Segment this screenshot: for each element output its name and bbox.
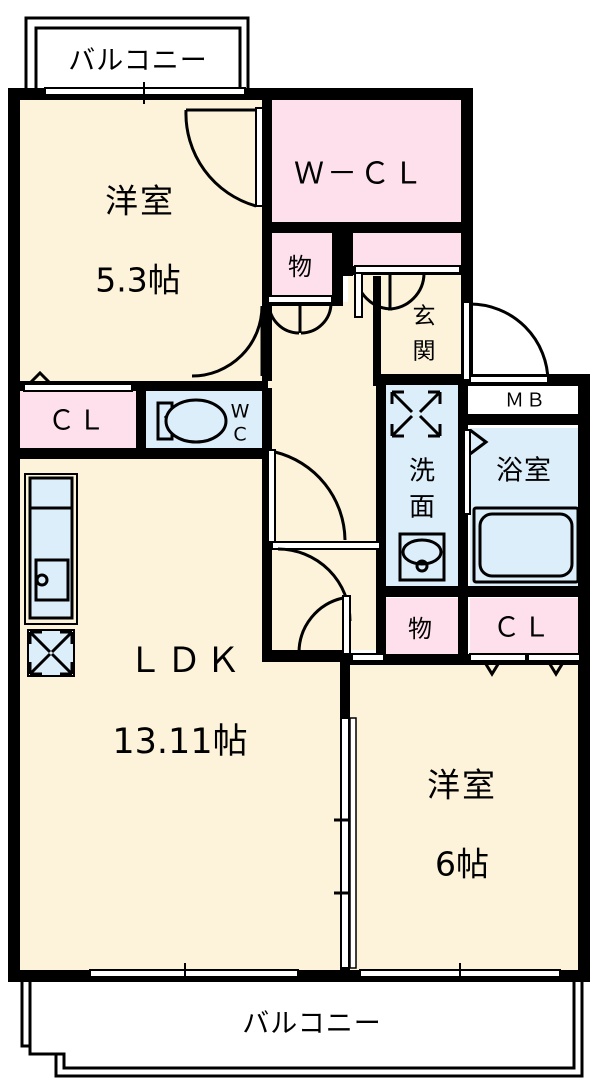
balcony-bottom-label: バルコニー (242, 1009, 381, 1040)
toilet-label-w: W (231, 401, 250, 423)
bedroom-bottom-label: 洋室 (427, 766, 497, 805)
wall-washroom-right (458, 374, 468, 664)
wall-wc-right (262, 388, 272, 454)
washbasin-fixture (398, 532, 446, 582)
storage-top-fill (268, 232, 336, 302)
vent-symbol-ldk (27, 629, 75, 677)
bedroom-bottom-fill (348, 664, 582, 978)
door-bedroom-top (184, 107, 264, 208)
closet-left-label: ＣＬ (48, 406, 108, 437)
storage-bottom-fill (384, 598, 462, 658)
sliding-rail-bedroom (349, 717, 357, 969)
closet-left-fill (18, 390, 140, 452)
wall-entrance-left-upper (343, 232, 353, 276)
bedroom-top-fill (18, 96, 268, 381)
wall-under-bedroom-top (8, 381, 268, 391)
wall-corridor-bottom (262, 650, 348, 662)
door-symbols (23, 82, 581, 986)
entrance-fill (348, 272, 465, 382)
wall-lower-closets-bottom (340, 654, 588, 665)
door-bathroom (463, 428, 489, 515)
wall-outer-right (578, 374, 590, 982)
entrance-label-2: 関 (413, 339, 436, 365)
wall-hall-entrance-divider (373, 276, 381, 386)
room-labels: 洋室 5.3帖 Ｗ－ＣＬ 物 玄 関 ＣＬ W C ＭＢ 洗 面 浴室 物 ＣＬ… (48, 157, 553, 884)
wall-storage-top-right (332, 232, 343, 304)
bedroom-top-size: 5.3帖 (95, 261, 180, 300)
closet-right-fill (470, 598, 582, 658)
bathtub-fixture (472, 506, 580, 584)
entrance-label-1: 玄 (413, 304, 436, 330)
door-bedroom-top-hall (191, 305, 264, 378)
wall-washroom-bottom (376, 586, 588, 597)
ldk-label: ＬＤＫ (127, 641, 244, 681)
walk-in-closet-label: Ｗ－ＣＬ (294, 157, 426, 192)
wall-outer-left (8, 96, 20, 982)
door-corridor-small (297, 595, 351, 655)
closet-right-label: ＣＬ (493, 613, 553, 644)
balcony-bottom-inner (28, 982, 576, 1070)
kitchen-counter (24, 473, 78, 625)
door-closet-left (23, 370, 133, 392)
toilet-fixture (156, 398, 228, 444)
wall-mb-bottom (462, 414, 586, 425)
toilet-label-c: C (233, 424, 246, 446)
door-shoe-box (354, 265, 461, 318)
vent-symbol-washroom (390, 390, 442, 438)
meter-box-fill (470, 384, 582, 418)
window-bedroom-top (44, 82, 246, 104)
bedroom-top-label: 洋室 (105, 182, 175, 221)
door-storage-top (267, 295, 333, 335)
wall-washroom-left (376, 374, 386, 664)
washroom-label-2: 面 (409, 493, 435, 523)
balcony-top-label: バルコニー (68, 46, 207, 77)
washroom-label-1: 洗 (409, 457, 435, 487)
wall-corridor-left-lower (262, 560, 272, 660)
meter-box-label: ＭＢ (505, 390, 547, 412)
wall-wcl-bottom (262, 222, 465, 233)
balcony-bottom-area: バルコニー (20, 982, 584, 1078)
ldk-size: 13.11帖 (112, 722, 247, 762)
bathroom-label: 浴室 (496, 456, 552, 487)
wall-bedroom-top-right (262, 96, 272, 381)
walk-in-closet-fill (268, 96, 465, 226)
storage-bottom-label: 物 (408, 615, 432, 643)
wall-washroom-top (376, 374, 472, 385)
balcony-top-area: バルコニー (24, 16, 250, 98)
bedroom-bottom-size: 6帖 (435, 845, 489, 884)
wall-cl-wc-bottom (8, 448, 272, 459)
wall-cl-wc-divider (136, 388, 146, 454)
room-fills (18, 96, 582, 978)
door-entrance-main (462, 301, 550, 384)
door-lower-closets (351, 653, 581, 677)
storage-top-label: 物 (288, 253, 312, 281)
